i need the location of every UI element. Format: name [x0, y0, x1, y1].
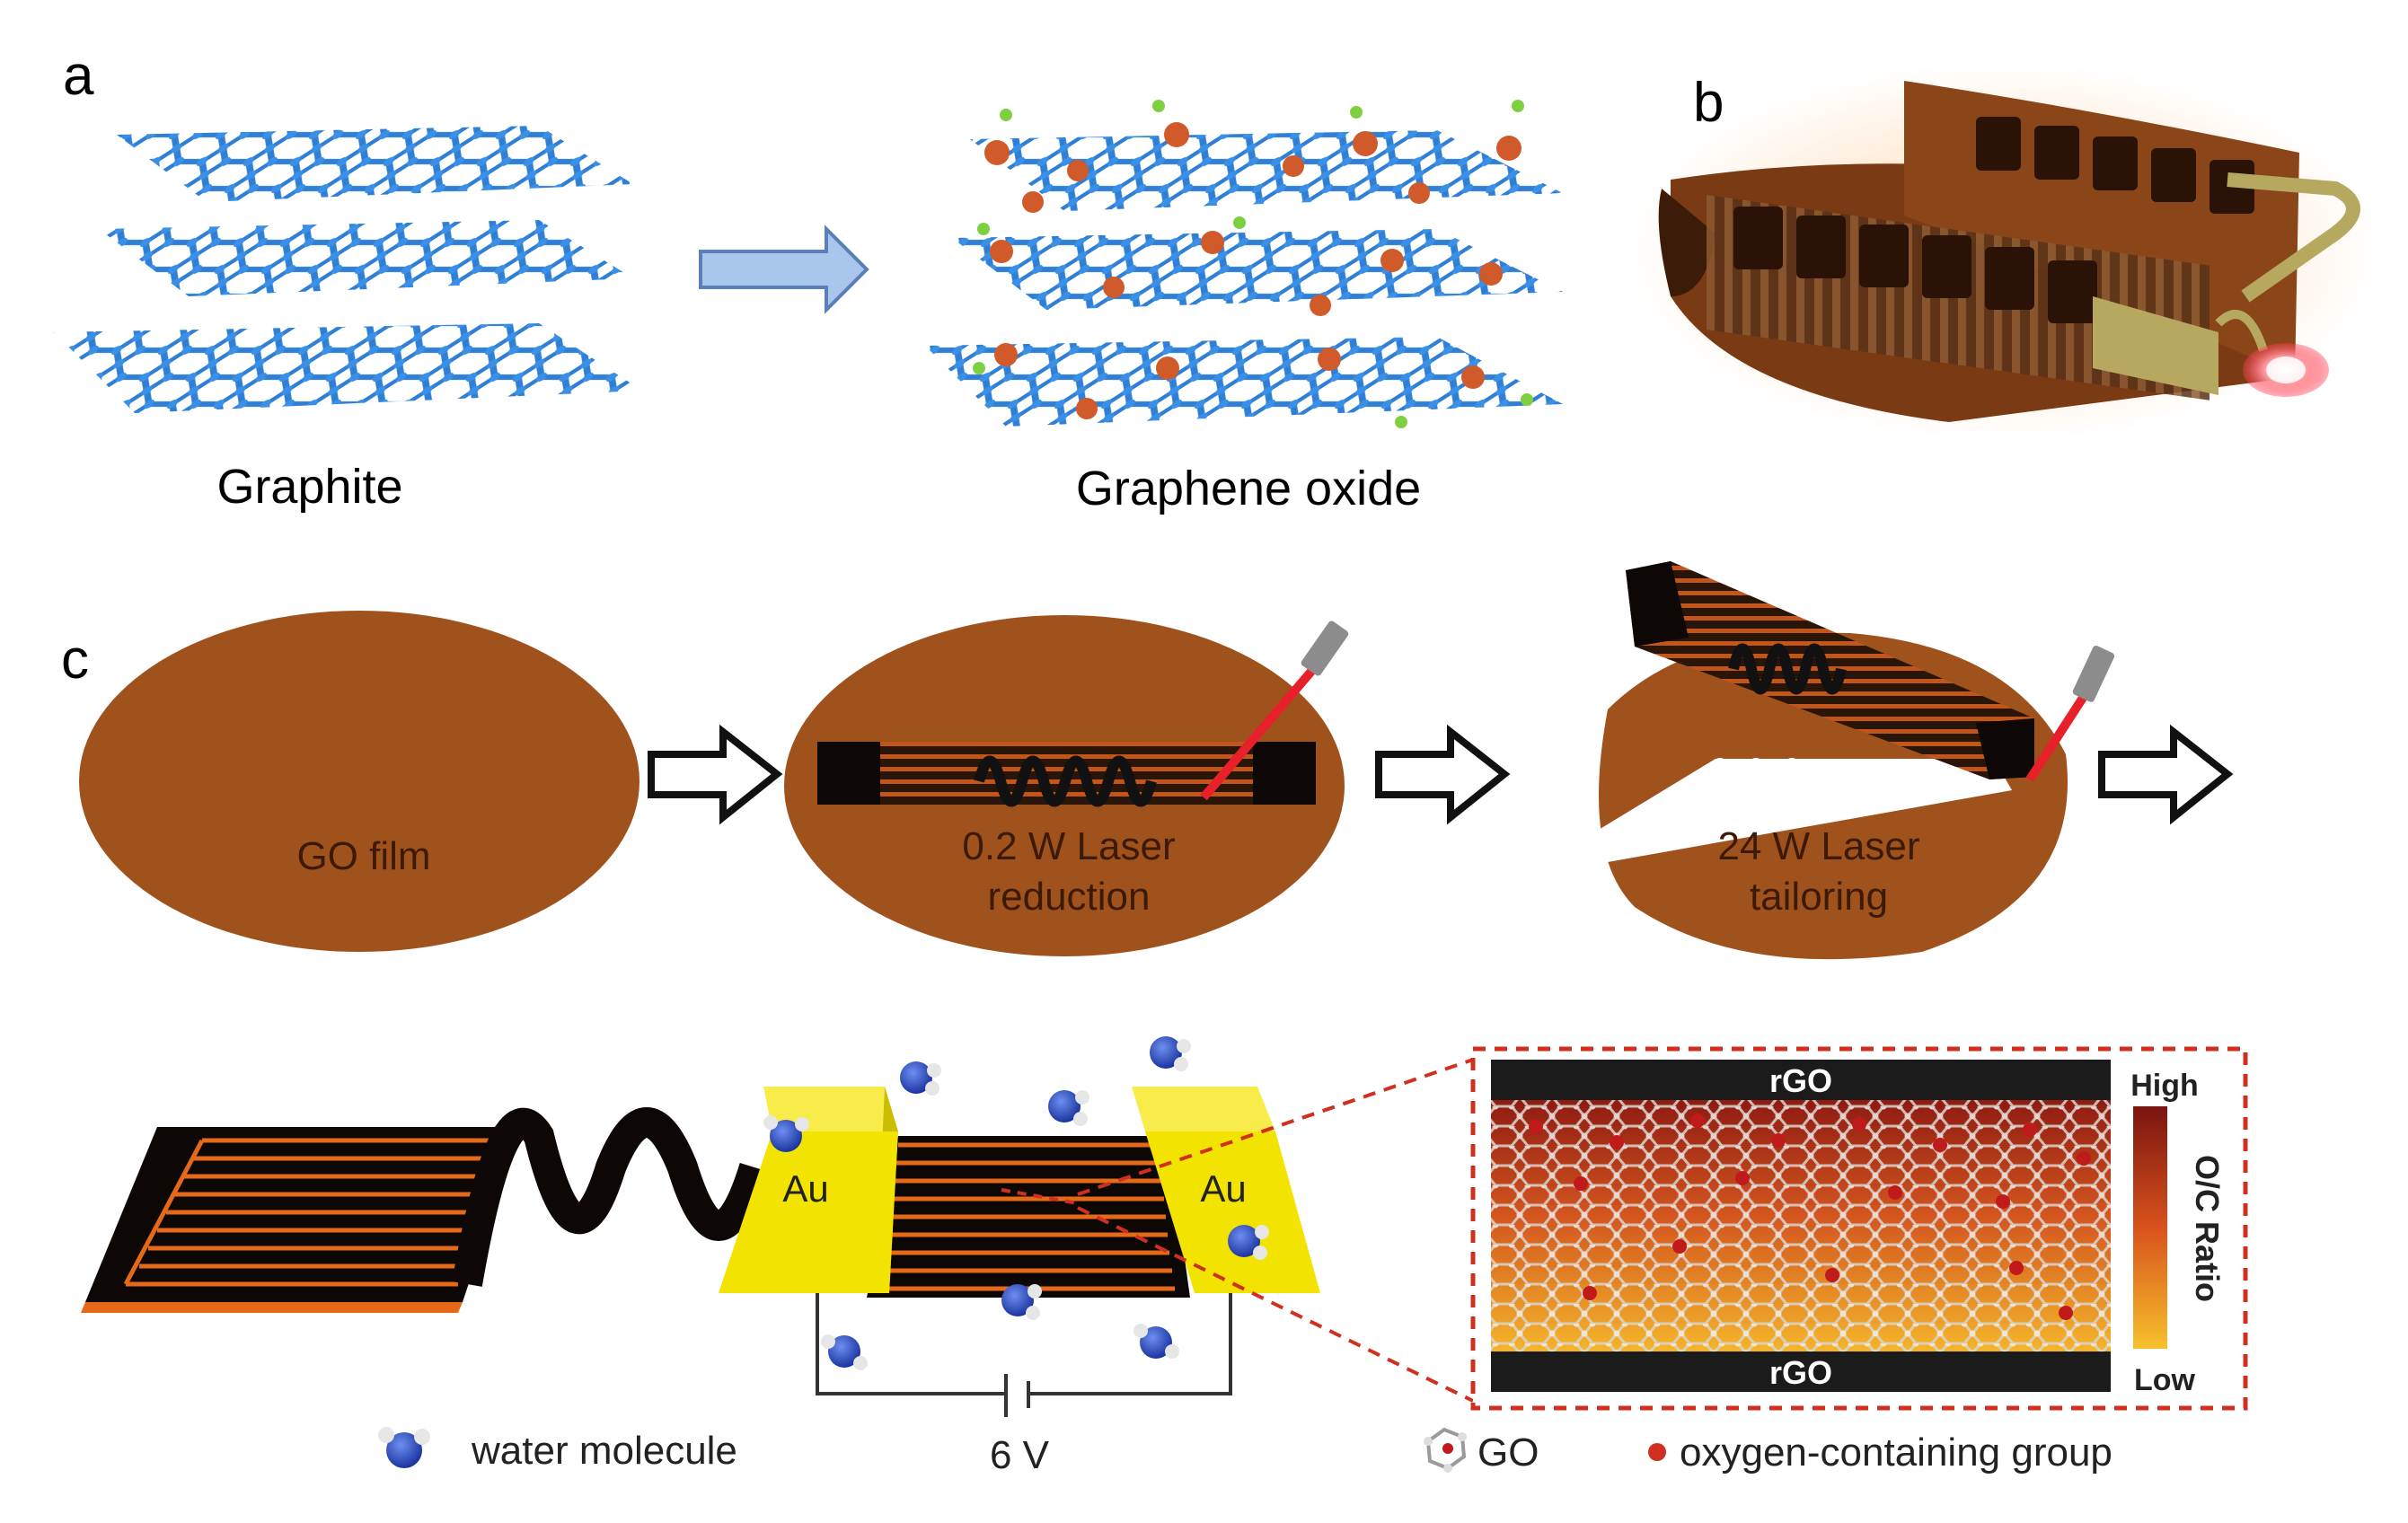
legend-oxygen: oxygen-containing group: [1680, 1431, 2113, 1475]
inset-bottom-label: rGO: [1769, 1354, 1832, 1391]
circuit-wires: [816, 1293, 1232, 1417]
laser-head-icon-2: [2072, 646, 2115, 702]
panel-c: c GO film 0.2 W Laser reduction: [61, 561, 2248, 1477]
au-label-right: Au: [1200, 1167, 1246, 1210]
voltage-label: 6 V: [990, 1433, 1050, 1477]
interdigitated-electrode-left: [123, 1138, 516, 1287]
transform-arrow: [699, 224, 869, 314]
panel-a-label: a: [63, 45, 94, 107]
panel-a: a Graphite: [54, 45, 1563, 515]
legend-water: water molecule: [471, 1429, 737, 1473]
water-molecules: [763, 1036, 1269, 1370]
legend-go: GO: [1477, 1431, 1539, 1475]
scale-title: O/C Ratio: [2189, 1155, 2226, 1302]
panel-b: b: [1626, 63, 2380, 440]
humidity-sensor-device: Au Au 6 V: [81, 1036, 1474, 1477]
graphene-oxide-caption: Graphene oxide: [1076, 462, 1421, 515]
step-3-line-1: 24 W Laser: [1718, 824, 1920, 868]
go-molecule-icon: [1424, 1427, 1467, 1473]
water-molecule-icon: [378, 1427, 430, 1468]
step-laser-reduction: 0.2 W Laser reduction: [784, 615, 1349, 956]
zoom-lines: [1077, 1058, 1474, 1403]
graphite-caption: Graphite: [216, 460, 402, 514]
oc-ratio-inset: rGO rGO High Low O/C Ratio: [1470, 1046, 2248, 1411]
step-2-line-1: 0.2 W Laser: [962, 824, 1175, 868]
graphene-oxide-illustration: [925, 100, 1563, 428]
step-2-line-2: reduction: [987, 875, 1150, 919]
flexible-device-illustration: [1626, 63, 2380, 440]
step-go-film: GO film: [79, 611, 639, 952]
oc-ratio-scale-bar: [2133, 1106, 2167, 1349]
step-3-line-2: tailoring: [1750, 875, 1888, 919]
graphite-illustration: [54, 126, 642, 413]
step-1-line-1: GO film: [296, 834, 430, 878]
legend: water molecule GO oxygen-containing grou…: [378, 1427, 2113, 1475]
process-arrow-1: [648, 724, 783, 825]
au-electrode-right: Au: [1132, 1087, 1320, 1293]
oxygen-dots: [1529, 1114, 2091, 1320]
panel-c-label: c: [61, 629, 89, 691]
inset-top-label: rGO: [1769, 1062, 1832, 1099]
laser-head-icon: [1301, 621, 1349, 676]
oxygen-groups: [973, 100, 1533, 428]
au-label-left: Au: [782, 1167, 828, 1210]
laser-beam: [1200, 652, 1328, 801]
panel-b-label: b: [1693, 72, 1724, 134]
oxygen-group-icon: [1648, 1443, 1666, 1461]
scale-high-label: High: [2130, 1069, 2199, 1103]
step-laser-tailoring: 24 W Laser tailoring: [1590, 561, 2115, 960]
process-arrow-3: [2098, 724, 2234, 825]
scale-low-label: Low: [2134, 1363, 2196, 1397]
process-arrow-2: [1375, 724, 1511, 825]
